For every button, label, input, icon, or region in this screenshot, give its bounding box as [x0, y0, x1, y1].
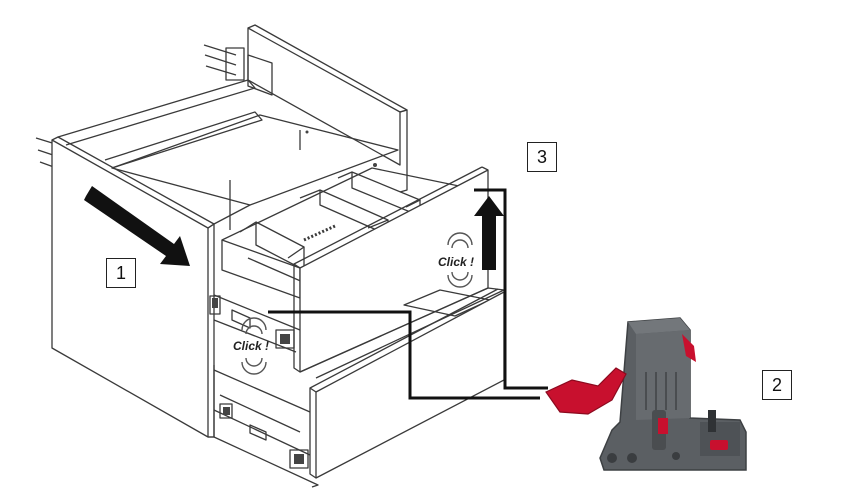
click-label-bottom: Click ! — [233, 339, 269, 353]
arrow-right-icon — [84, 186, 190, 266]
step-label-2: 2 — [762, 370, 792, 400]
step-label-1: 1 — [106, 258, 136, 288]
click-label-top: Click ! — [438, 255, 474, 269]
top-drawer — [209, 166, 489, 373]
arrow-up-icon — [474, 196, 504, 270]
cabinet-carcass — [51, 24, 408, 488]
runner-details — [212, 130, 377, 464]
click-sound-icon — [241, 232, 473, 375]
step-label-3: 3 — [527, 142, 557, 172]
mounting-pins — [35, 44, 273, 171]
drawer-clip-icon — [545, 317, 747, 471]
leader-lines — [268, 188, 548, 400]
